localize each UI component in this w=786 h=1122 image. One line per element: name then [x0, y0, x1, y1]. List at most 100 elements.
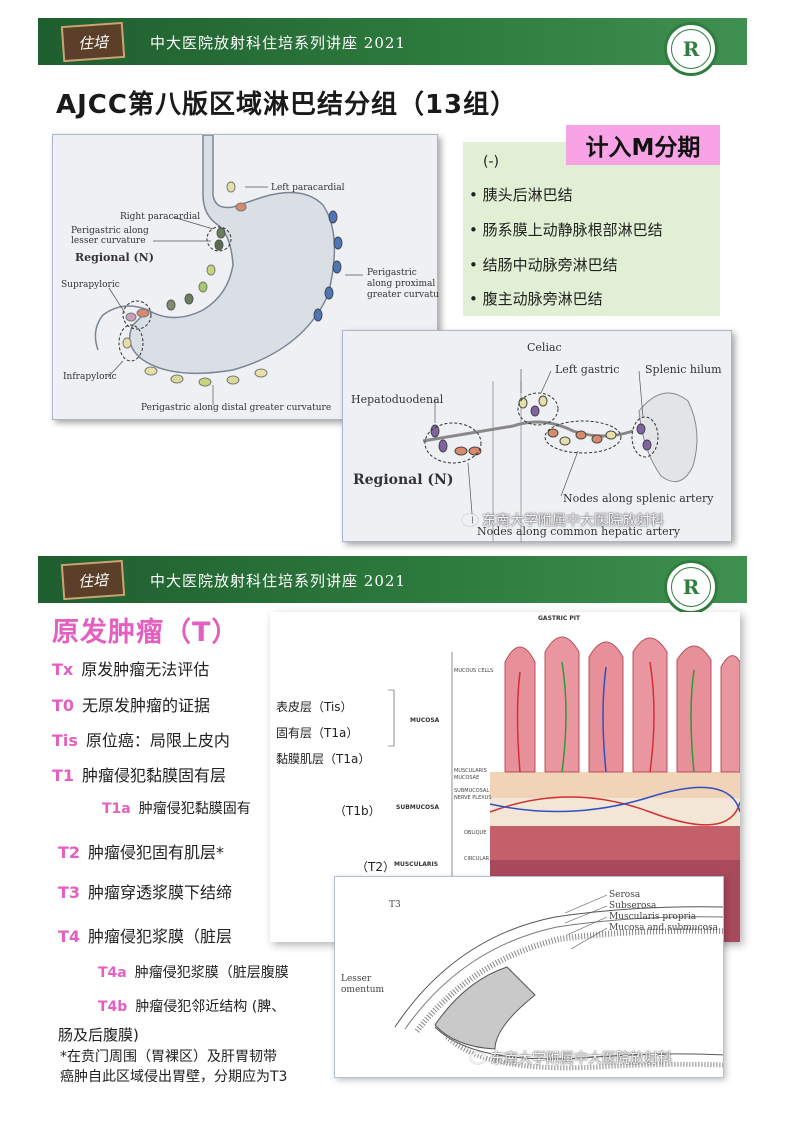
layer-label-t1a-lamina: 固有层（T1a）: [276, 726, 359, 740]
label-left-gastric: Left gastric: [555, 363, 619, 376]
oblique-muscle-band: [490, 826, 740, 860]
label-regional: Regional (N): [353, 472, 453, 488]
duodenum-outline: [94, 305, 149, 351]
watermark: 东南大学附属中大医院放射科: [470, 1048, 672, 1068]
t-code: T0: [52, 696, 75, 715]
m-box-item: • 腹主动脉旁淋巴结: [469, 290, 603, 308]
t-code: Tx: [52, 660, 74, 679]
m-stage-badge: 计入M分期: [566, 125, 720, 165]
label-celiac: Celiac: [527, 341, 562, 354]
layer-label-t1b: （T1b）: [334, 804, 381, 818]
label-muscularis: MUSCULARIS: [394, 861, 438, 868]
slide-heading: 原发肿瘤（T）: [52, 617, 240, 648]
label-greater-2: along proximal: [367, 279, 435, 289]
gastric-villi: [504, 636, 740, 773]
slide-banner: 住培 中大医院放射科住培系列讲座 2021: [38, 18, 747, 65]
label-splenic-artery: Nodes along splenic artery: [563, 492, 714, 505]
t-code: T4b: [98, 999, 128, 1015]
slide-lymph-node-groups: 住培 中大医院放射科住培系列讲座 2021 R AJCC第八版区域淋巴结分组（1…: [38, 18, 747, 548]
lymph-nodes: [122, 181, 343, 387]
label-left-paracardial: Left paracardial: [271, 183, 345, 193]
t-code: T3: [58, 883, 81, 902]
t-text: 原位癌：局限上皮内: [85, 731, 230, 750]
label-mucosa: MUCOSA: [410, 717, 440, 724]
t-code: Tis: [52, 731, 78, 750]
t-row-t0: T0 无原发肿瘤的证据: [52, 692, 210, 716]
label-distal-greater: Perigastric along distal greater curvatu…: [141, 403, 331, 413]
label-subserosa: Subserosa: [609, 901, 657, 911]
label-submucosal-plexus-2: NERVE PLEXUS: [454, 795, 492, 801]
logo-letter: R: [671, 29, 711, 69]
label-splenic-hilum: Splenic hilum: [645, 363, 722, 376]
t-row-t1: T1 肿瘤侵犯黏膜固有层: [52, 762, 226, 786]
label-lesser-curvature-1: Perigastric along: [71, 226, 149, 236]
t-text: 肿瘤侵犯浆膜（脏层: [88, 927, 233, 946]
label-gastric-pit: GASTRIC PIT: [538, 615, 581, 622]
layer-label-t1a-muscularis: 黏膜肌层（T1a）: [276, 752, 371, 766]
t-code: T1a: [102, 801, 131, 817]
label-serosa: Serosa: [609, 890, 641, 900]
logo-letter: R: [671, 567, 711, 607]
label-right-paracardial: Right paracardial: [120, 212, 200, 222]
m-box-item: • 胰头后淋巴结: [469, 186, 573, 204]
serosa-line: [394, 906, 723, 1028]
lower-muscularis-line: [445, 1035, 723, 1071]
m-stage-box: (-) • 胰头后淋巴结 • 肠系膜上动静脉根部淋巴结 • 结肠中动脉旁淋巴结 …: [463, 142, 720, 316]
label-mucous-cells: MUCOUS CELLS: [454, 668, 493, 674]
celiac-lymph-nodes: [430, 395, 652, 456]
wechat-icon: [470, 1052, 486, 1064]
label-oblique: OBLIQUE: [464, 830, 486, 836]
stomach-nodes-figure: Left paracardial Right paracardial Perig…: [52, 134, 439, 420]
t-text: 无原发肿瘤的证据: [82, 696, 211, 715]
board-text: 住培: [77, 32, 109, 53]
t-row-tis: Tis 原位癌：局限上皮内: [52, 727, 230, 751]
label-lesser-omentum-1: Lesser: [341, 974, 372, 984]
t3-illustration: T3 Serosa Subserosa Muscularis propria M…: [341, 890, 723, 1071]
layer-label-tis: 表皮层（Tis）: [276, 700, 353, 714]
label-common-hepatic: Nodes along common hepatic artery: [477, 525, 681, 538]
t-text: 肿瘤侵犯黏膜固有层: [82, 766, 227, 785]
subserosa-line: [404, 916, 723, 1030]
t-code: T1: [52, 766, 75, 785]
stomach-outline: [128, 135, 336, 375]
layer-label-t2: （T2）: [356, 860, 395, 874]
label-infrapyloric: Infrapyloric: [63, 372, 117, 382]
muscularis-line: [414, 927, 723, 1033]
m-box-item: • 肠系膜上动静脉根部淋巴结: [469, 221, 663, 239]
t-code: T4: [58, 927, 81, 946]
t3-section-figure: T3 Serosa Subserosa Muscularis propria M…: [334, 876, 724, 1078]
label-lesser-curvature-2: lesser curvature: [71, 236, 146, 246]
slide-heading: AJCC第八版区域淋巴结分组（13组）: [56, 90, 518, 120]
t-row-tx: Tx 原发肿瘤无法评估: [52, 656, 209, 680]
leader-lines: [107, 186, 363, 405]
residency-board-logo: 住培: [60, 21, 126, 63]
label-circular: CIRCULAR: [464, 856, 490, 862]
t-text: 肿瘤侵犯浆膜（脏层腹膜: [134, 965, 289, 981]
stomach-illustration: Left paracardial Right paracardial Perig…: [61, 135, 439, 413]
vessels: [489, 661, 740, 826]
label-greater-3: greater curvature: [367, 290, 439, 300]
slide-primary-tumor: 住培 中大医院放射科住培系列讲座 2021 R 原发肿瘤（T） Tx 原发肿瘤无法…: [38, 556, 747, 1086]
t-text: 原发肿瘤无法评估: [81, 660, 210, 679]
aorta-outline: [492, 381, 522, 543]
m-box-negative: (-): [483, 154, 499, 170]
watermark: 东南大学附属中大医院放射科: [462, 510, 664, 530]
tumor-mass: [434, 966, 536, 1050]
lower-wall-line: [434, 1026, 723, 1060]
footnote-line-2: 癌肿自此区域侵出胃壁，分期应为T3: [60, 1069, 288, 1085]
celiac-nodes-figure: Celiac Left gastric Splenic hilum Hepato…: [342, 330, 732, 543]
watermark-text: 东南大学附属中大医院放射科: [490, 1051, 672, 1067]
leader-lines: [564, 894, 608, 950]
board-text: 住培: [77, 570, 109, 591]
t-text: 肿瘤穿透浆膜下结缔: [88, 883, 233, 902]
label-muscularis-mucosae-1: MUSCULARIS: [454, 768, 487, 774]
label-submucosal-plexus-1: SUBMUCOSAL: [454, 788, 489, 794]
t-row-t3: T3 肿瘤穿透浆膜下结缔: [58, 879, 232, 903]
label-muscularis-mucosae-2: MUCOSAE: [454, 775, 479, 781]
footnote-line-1: *在贲门周围（胃裸区）及肝胃韧带: [60, 1049, 277, 1065]
label-regional: Regional (N): [75, 251, 154, 264]
t-text: 肿瘤侵犯黏膜固有: [138, 801, 251, 817]
banner-title: 中大医院放射科住培系列讲座 2021: [150, 572, 406, 590]
